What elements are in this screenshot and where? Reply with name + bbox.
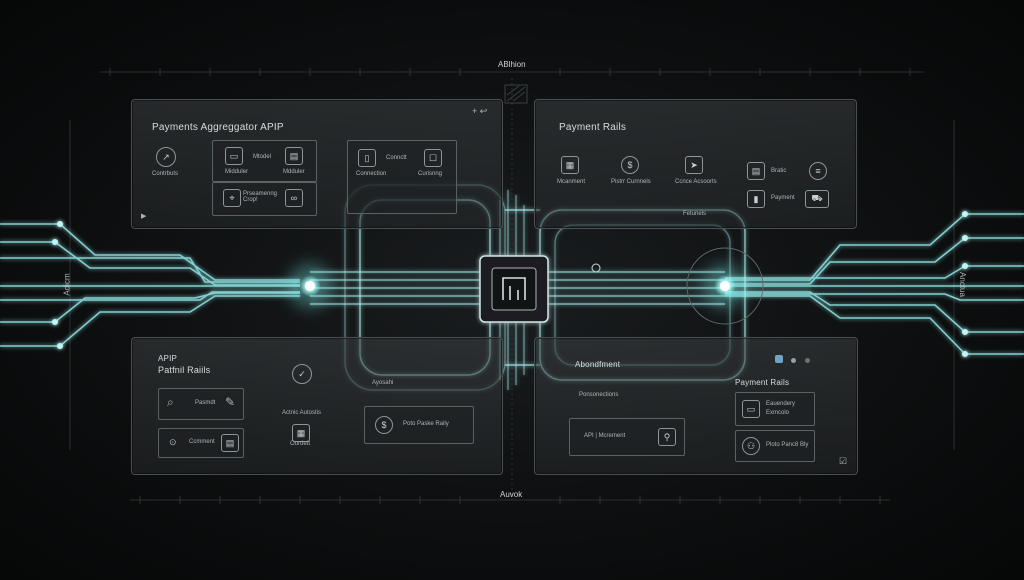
api-card[interactable]: API | Mcrement ⚲ (569, 418, 685, 456)
panel-title-b: Patfnil Raiils (158, 365, 211, 375)
mcanment-label: Mcanment (557, 179, 586, 185)
panel-title: Payment Rails (559, 122, 627, 133)
middler-label: Midduler (225, 169, 249, 175)
search-icon: ⌕ (167, 395, 174, 409)
connect-label: Connctt (386, 155, 407, 161)
connection-card[interactable]: ▯ Connctt ☐ Connection Curisnng (347, 140, 457, 214)
pin-icon: ⌖ (223, 189, 241, 207)
ploto-label: Ploto Panc8 Bly (766, 442, 809, 448)
form-icon: ▦ (292, 424, 310, 442)
panel-payments-aggregator: Payments Aggreggator APIP + ↩ ↗ Contrbut… (131, 99, 503, 229)
channels-label: Pistrr Curnnels (611, 179, 651, 185)
check-trend-icon: ✓ (292, 364, 312, 384)
pasmdt-label: Pasmdt (195, 400, 216, 406)
left-side-label: Adicm (62, 273, 72, 296)
terminal-icon: ▯ (358, 149, 376, 167)
tool-icon: ✎ (225, 395, 236, 409)
eauendery-card[interactable]: ▭ Eauendery Exmcolo (735, 392, 815, 426)
nodes-icon: ⚇ (742, 437, 760, 455)
list-icon: ≡ (809, 162, 827, 180)
card-icon: ▭ (225, 147, 243, 165)
search-card[interactable]: ⌕ Pasmdt ✎ (158, 388, 244, 420)
mddler-label: Mdduler (283, 169, 305, 175)
curisnng-label: Curisnng (418, 171, 443, 177)
send-icon: ➤ (685, 156, 703, 174)
api-label: API | Mcrement (584, 433, 626, 439)
glow-node-left (288, 264, 332, 308)
bottom-label: Auvok (500, 490, 523, 499)
panel-abondfment: Abondfment Ponsonections API | Mcrement … (534, 337, 858, 475)
autostis-label: Actnic Autostis (282, 410, 322, 416)
module-label: Mtodel (253, 154, 272, 160)
right-trace-dots (962, 211, 968, 357)
fetunels-label: Fetunels (683, 211, 707, 217)
processing-label: Prseamenng Crop! (243, 191, 278, 203)
top-hatch-lines (506, 85, 526, 102)
right-side-label: Anctua (957, 272, 967, 297)
small-ring (591, 263, 601, 273)
poto-card[interactable]: $ Poto Paske Raily (364, 406, 474, 444)
dollar-icon: $ (621, 156, 639, 174)
trend-icon: ↗ (156, 147, 176, 167)
receipt-icon: ▤ (747, 162, 765, 180)
connection-label: Connection (356, 171, 387, 177)
wallet-icon: ▮ (747, 190, 765, 208)
contributes-label: Contrbuts (152, 171, 179, 177)
play-marker: ▶ (141, 213, 147, 220)
ruler-ticks (109, 68, 911, 504)
coin-icon: $ (375, 416, 393, 434)
ponsonections-label: Ponsonections (579, 392, 619, 398)
panel-title: Abondfment (575, 360, 621, 369)
module-card[interactable]: ▭ Mtodel Midduler ▤ Mdduler (212, 140, 317, 182)
accounts-label: Ccnce Acsoorts (675, 179, 717, 185)
pager-dot[interactable] (804, 358, 810, 363)
glow-node-right (686, 247, 764, 325)
ourdett-label: Ourdett (290, 441, 311, 447)
pager-dot-active[interactable] (775, 355, 783, 363)
poto-label: Poto Paske Raily (403, 421, 449, 427)
ayosahi-label: Ayosahi (372, 380, 394, 386)
checkbox-icon[interactable]: ☑ (839, 456, 848, 466)
left-trace-dots (52, 221, 63, 349)
eauendery-label: Eauendery (766, 401, 796, 407)
truck-icon: ⛟ (805, 190, 829, 208)
bratic-label: Bratic (771, 168, 787, 174)
right-traces (725, 213, 1024, 355)
link-icon: ∞ (285, 189, 303, 207)
top-hatch-block (504, 84, 528, 104)
exmcolo-label: Exmcolo (766, 410, 790, 416)
panel-title-2: Payment Rails (735, 378, 790, 387)
window-icon: ▭ (742, 400, 760, 418)
document-icon: ▤ (285, 147, 303, 165)
pager-dot[interactable] (791, 358, 797, 363)
central-chip (479, 255, 549, 323)
comment-card[interactable]: ⊙ Ccmment ▤ (158, 428, 244, 458)
processing-card[interactable]: ⌖ Prseamenng Crop! ∞ (212, 182, 317, 216)
center-bus (310, 271, 725, 305)
top-label: ABlhion (498, 60, 526, 69)
panel-title-a: APIP (158, 354, 178, 363)
panel-header-icons[interactable]: + ↩ (472, 106, 488, 116)
clipboard-icon: ☐ (424, 149, 442, 167)
left-traces (0, 223, 300, 347)
note-icon: ▤ (221, 434, 239, 452)
key-icon: ⊙ (169, 437, 177, 447)
blocks-icon: ▦ (561, 156, 579, 174)
payment-label: Payment (771, 195, 795, 201)
panel-payment-rails: Payment Rails ▦ Mcanment $ Pistrr Curnne… (534, 99, 857, 229)
panel-patfnil-rails: APIP Patfnil Raiils ⌕ Pasmdt ✎ ⊙ Ccmment… (131, 337, 503, 475)
ploto-card[interactable]: ⚇ Ploto Panc8 Bly (735, 430, 815, 462)
panel-title: Payments Aggreggator APIP (152, 122, 284, 133)
ccmment-label: Ccmment (189, 439, 215, 445)
pager-dots[interactable] (775, 350, 810, 368)
plug-icon: ⚲ (658, 428, 676, 446)
